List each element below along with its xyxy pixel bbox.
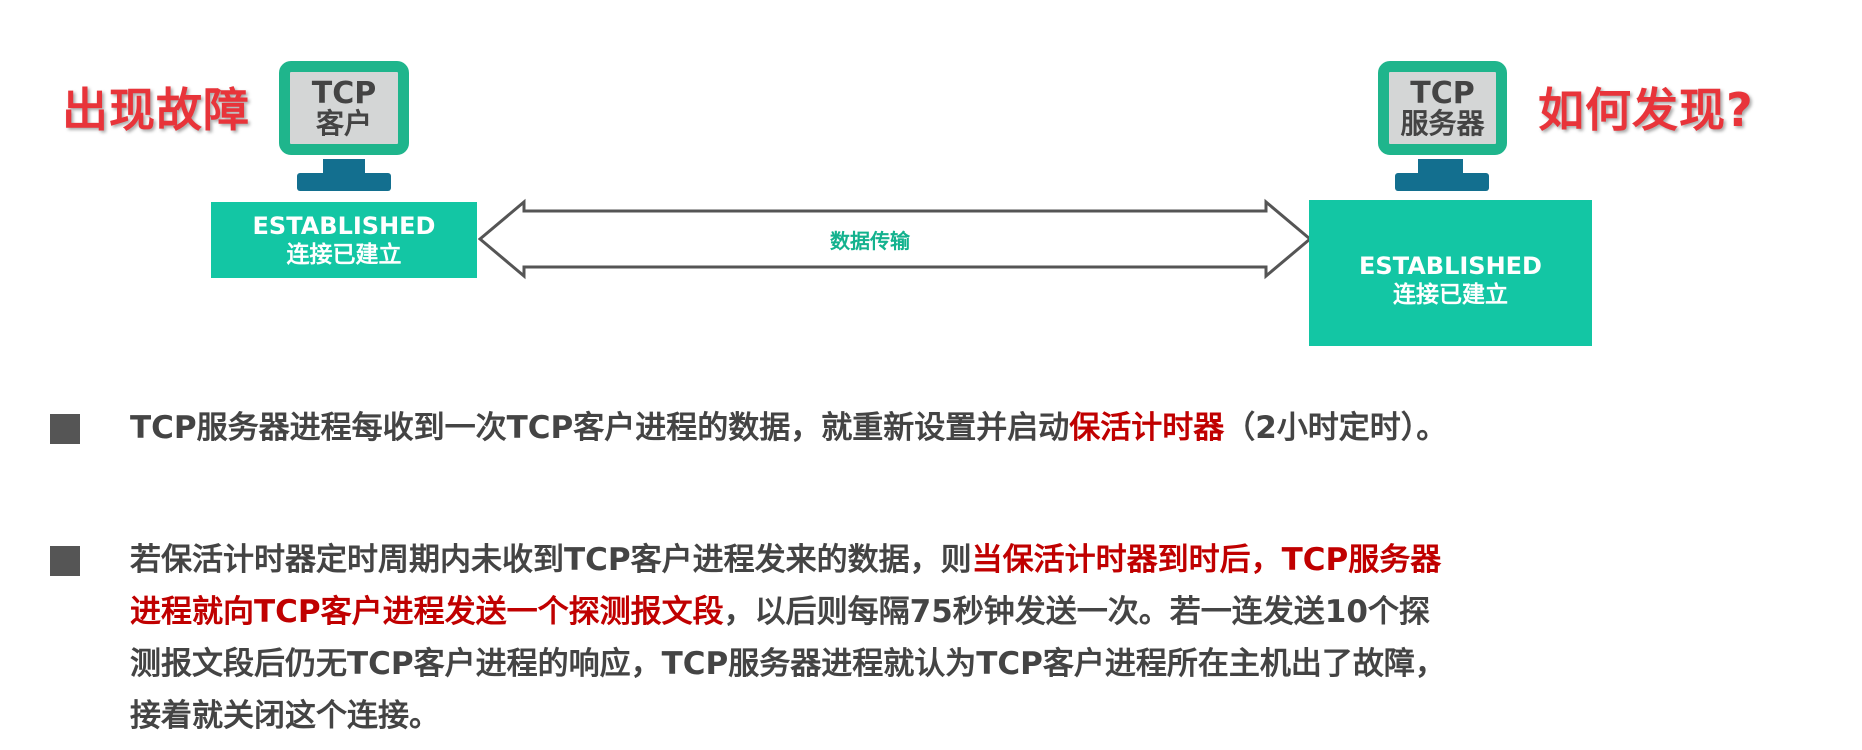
server-monitor-label-line2: 服务器 [1400,107,1485,141]
body-text: TCP服务器进程每收到一次TCP客户进程的数据，就重新设置并启动 [130,410,1070,446]
client-state-box: ESTABLISHED 连接已建立 [211,202,477,278]
bullet-line: 若保活计时器定时周期内未收到TCP客户进程发来的数据，则当保活计时器到时后，TC… [130,534,1446,586]
bullet-line: 测报文段后仍无TCP客户进程的响应，TCP服务器进程就认为TCP客户进程所在主机… [130,638,1446,690]
client-fault-callout: 出现故障 [62,83,250,137]
emphasis-text: 当保活计时器到时后，TCP服务器 [971,542,1442,578]
bullet-line: 进程就向TCP客户进程发送一个探测报文段，以后则每隔75秒钟发送一次。若一连发送… [130,586,1446,638]
body-text: 测报文段后仍无TCP客户进程的响应，TCP服务器进程就认为TCP客户进程所在主机… [130,646,1446,682]
body-text: 若保活计时器定时周期内未收到TCP客户进程发来的数据，则 [130,542,972,578]
bullet-text-1: TCP服务器进程每收到一次TCP客户进程的数据，就重新设置并启动保活计时器（2小… [130,402,1447,454]
server-state-cn: 连接已建立 [1393,281,1508,308]
server-state-box: ESTABLISHED 连接已建立 [1309,200,1592,346]
bullet-text-2: 若保活计时器定时周期内未收到TCP客户进程发来的数据，则当保活计时器到时后，TC… [130,534,1446,742]
server-monitor-neck [1418,159,1463,174]
client-monitor-label-line1: TCP [311,75,377,111]
client-monitor-icon: TCP 客户 [279,61,409,155]
client-monitor-label-line2: 客户 [315,107,372,141]
server-state-label: ESTABLISHED [1359,251,1542,280]
client-state-cn: 连接已建立 [286,241,402,268]
body-text: （2小时定时）。 [1224,410,1448,446]
bullet-line: TCP服务器进程每收到一次TCP客户进程的数据，就重新设置并启动保活计时器（2小… [130,402,1447,454]
server-monitor-base [1395,173,1489,191]
client-monitor-base [297,173,391,191]
bullet-line: 接着就关闭这个连接。 [130,690,1446,742]
bullet-marker-1 [50,414,80,444]
emphasis-text: 保活计时器 [1069,410,1225,446]
server-monitor-label-line1: TCP [1410,75,1475,111]
client-state-label: ESTABLISHED [252,211,436,240]
data-transfer-label: 数据传输 [830,229,910,253]
server-monitor-icon: TCP 服务器 [1378,61,1507,155]
server-question-callout: 如何发现? [1538,83,1754,137]
bullet-marker-2 [50,546,80,576]
client-monitor-neck [323,159,365,174]
body-text: ，以后则每隔75秒钟发送一次。若一连发送10个探 [723,594,1430,630]
emphasis-text: 进程就向TCP客户进程发送一个探测报文段 [130,594,724,630]
body-text: 接着就关闭这个连接。 [130,698,440,734]
